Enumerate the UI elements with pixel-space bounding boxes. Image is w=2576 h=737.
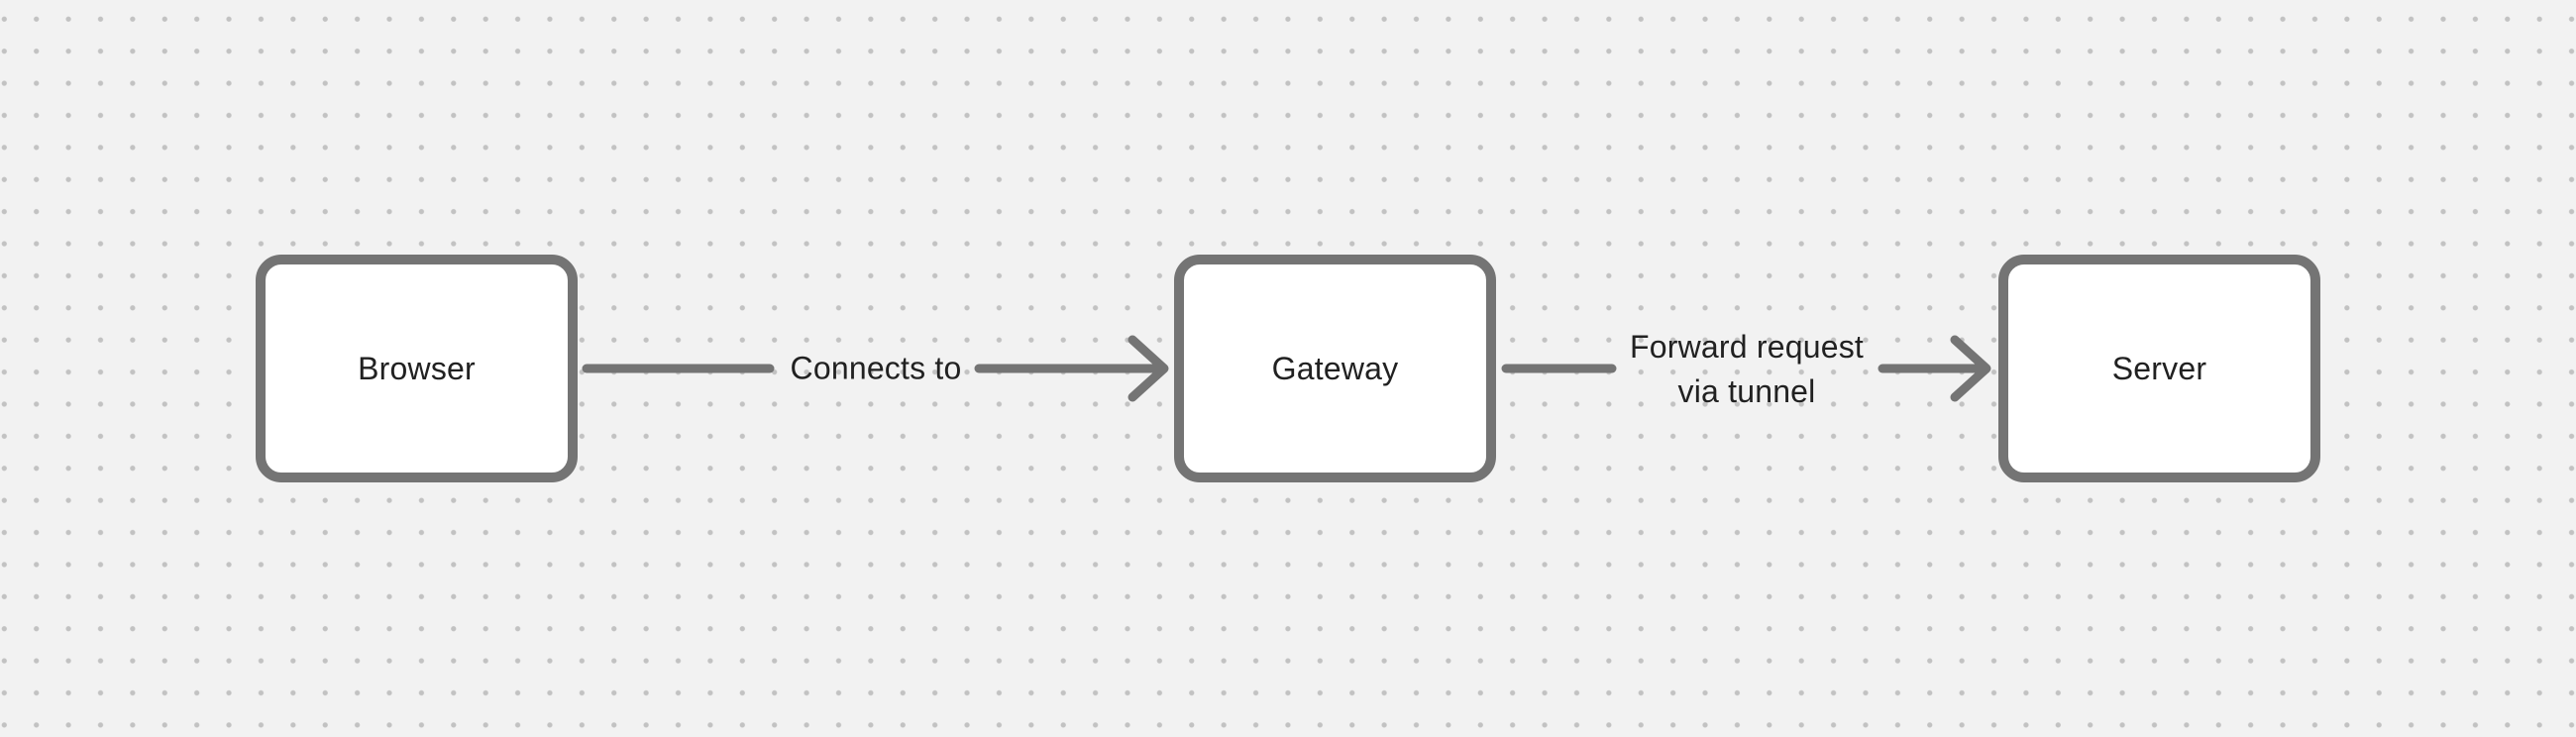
edge-label-connects-to[interactable]: Connects to [790,350,962,386]
node-server-label: Server [2111,350,2207,386]
node-browser[interactable]: Browser [256,255,578,482]
node-browser-label: Browser [358,350,476,386]
arrowhead-icon [1950,335,1991,402]
edge-label-forward-request[interactable]: Forward request via tunnel [1630,325,1864,414]
edge-label-forward-request-line-1: Forward request [1630,329,1864,365]
node-gateway[interactable]: Gateway [1174,255,1496,482]
arrowhead-icon [1127,335,1169,402]
edge-label-forward-request-line-2: via tunnel [1677,373,1816,409]
node-server[interactable]: Server [1998,255,2320,482]
node-gateway-label: Gateway [1271,350,1399,386]
